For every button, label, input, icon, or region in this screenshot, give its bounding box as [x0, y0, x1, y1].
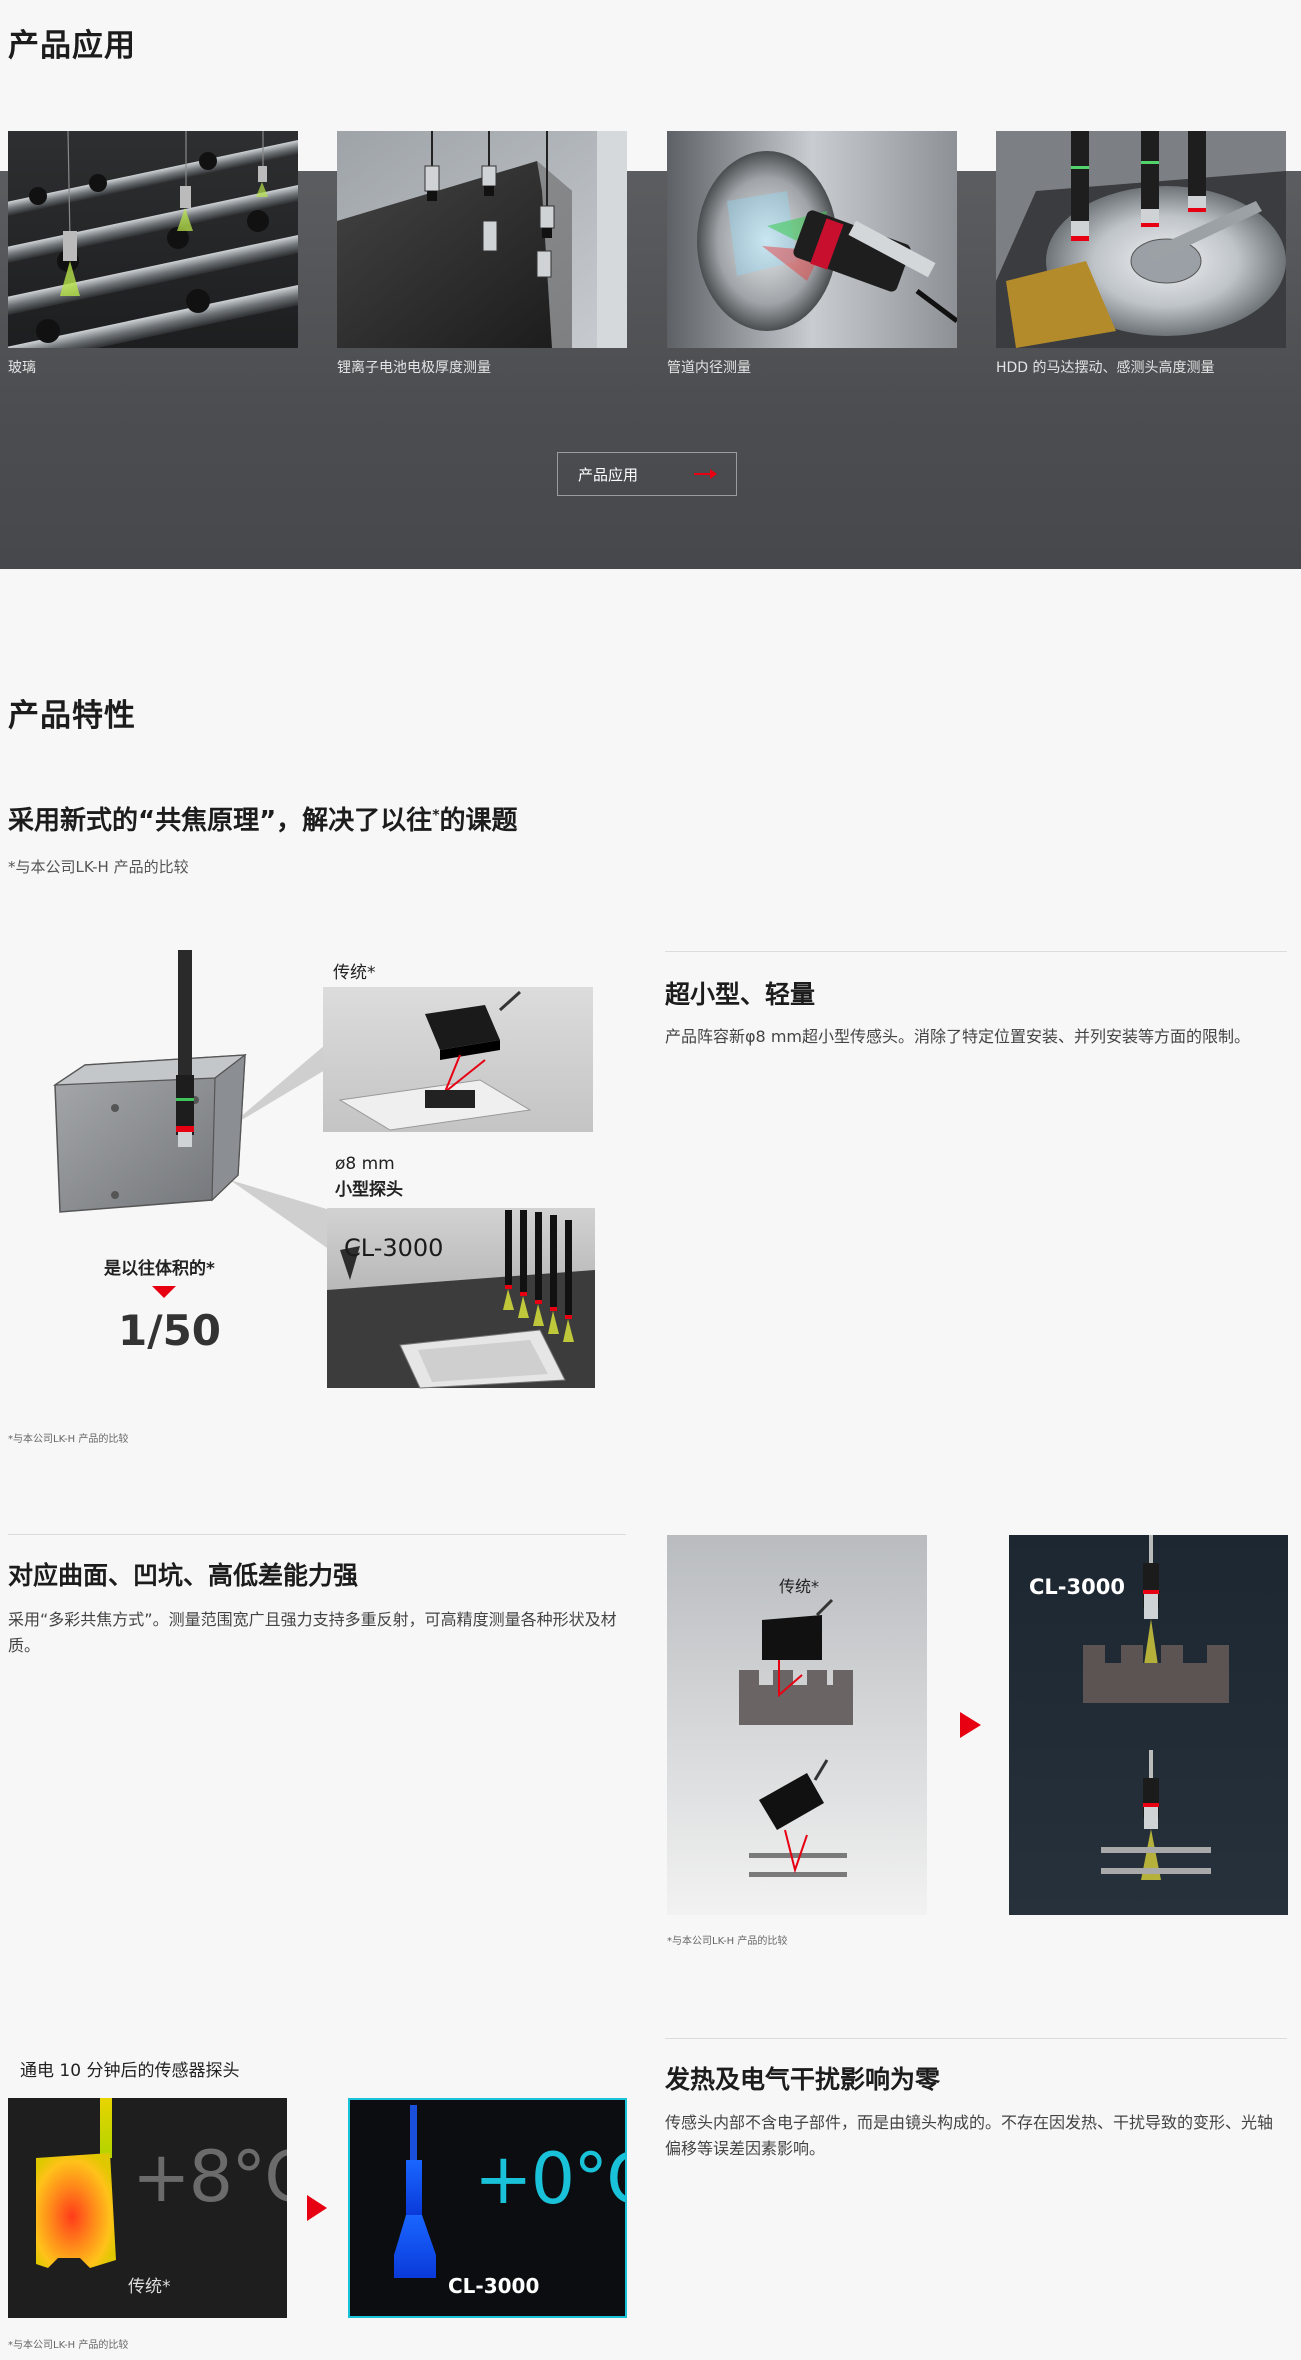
application-card-pipe[interactable]: 管道内径测量: [667, 131, 957, 377]
fig2-model-label: CL-3000: [1029, 1575, 1125, 1599]
fig3-caption: 通电 10 分钟后的传感器探头: [20, 2061, 240, 2081]
compare-arrow-icon: [307, 2195, 327, 2221]
principle-heading: 采用新式的“共焦原理”，解决了以往*的课题: [8, 800, 518, 837]
principle-heading-end: 的课题: [439, 806, 518, 836]
pipe-image: [667, 131, 957, 348]
fig3-temp-traditional: +8°C: [132, 2136, 287, 2218]
application-caption: HDD 的马达摆动、感测头高度测量: [996, 360, 1215, 376]
fig1-model-label: CL-3000: [344, 1234, 444, 1262]
fig1-traditional-label: 传统*: [333, 963, 376, 983]
application-caption: 锂离子电池电极厚度测量: [337, 360, 491, 376]
fig1-volume-label: 是以往体积的*: [104, 1259, 215, 1279]
application-card-battery[interactable]: 锂离子电池电极厚度测量: [337, 131, 627, 377]
block2-text: 采用“多彩共焦方式”。测量范围宽广且强力支持多重反射，可高精度测量各种形状及材质…: [8, 1610, 617, 1655]
principle-heading-sup: *: [432, 807, 440, 824]
divider: [665, 2038, 1287, 2039]
fig2-traditional-panel: 传统*: [667, 1535, 927, 1915]
application-card-hdd[interactable]: HDD 的马达摆动、感测头高度测量: [996, 131, 1286, 377]
fig3-footnote: *与本公司LK-H 产品的比较: [8, 2340, 129, 2351]
fig3-traditional-panel: +8°C 传统*: [8, 2098, 287, 2318]
applications-link-button[interactable]: 产品应用: [557, 452, 737, 496]
fig3-label-traditional: 传统*: [128, 2277, 171, 2297]
divider: [665, 951, 1287, 952]
fig3-temp-cl: +0°C: [474, 2138, 625, 2220]
block3-text: 传感头内部不含电子部件，而是由镜头构成的。不存在因发热、干扰导致的变形、光轴偏移…: [665, 2113, 1274, 2158]
fig2-cl3000-panel: CL-3000: [1009, 1535, 1288, 1915]
fig2-traditional-label: 传统*: [779, 1577, 820, 1596]
application-caption: 玻璃: [8, 360, 36, 376]
application-card-glass[interactable]: 玻璃: [8, 131, 298, 377]
features-title: 产品特性: [8, 698, 136, 734]
fig1-footnote: *与本公司LK-H 产品的比较: [8, 1434, 129, 1445]
fig2-footnote: *与本公司LK-H 产品的比较: [667, 1936, 788, 1947]
compare-arrow-icon: [960, 1712, 981, 1738]
principle-note: *与本公司LK-H 产品的比较: [8, 858, 189, 876]
fig1-probe-label-2: 小型探头: [335, 1180, 403, 1200]
fig1-ratio: 1/50: [118, 1306, 222, 1355]
applications-title: 产品应用: [8, 28, 136, 64]
fig1-probe-label-1: ø8 mm: [335, 1154, 395, 1174]
block2-heading: 对应曲面、凹坑、高低差能力强: [8, 1561, 359, 1590]
block1-heading: 超小型、轻量: [665, 980, 816, 1009]
arrow-right-icon: [694, 469, 717, 479]
applications-button-label: 产品应用: [578, 465, 639, 484]
principle-heading-text: 采用新式的“共焦原理”，解决了以往: [8, 806, 433, 836]
block1-text: 产品阵容新φ8 mm超小型传感头。消除了特定位置安装、并列安装等方面的限制。: [665, 1027, 1250, 1046]
fig3-cl3000-panel: +0°C CL-3000: [348, 2098, 627, 2318]
block3-heading: 发热及电气干扰影响为零: [665, 2065, 941, 2094]
miniature-figure: 传统* ø8 mm 小型探头 CL-3000 是以往体积的* 1/50: [0, 950, 640, 1410]
battery-image: [337, 131, 627, 348]
glass-image: [8, 131, 298, 348]
hdd-image: [996, 131, 1286, 348]
fig3-label-cl: CL-3000: [448, 2274, 540, 2298]
application-caption: 管道内径测量: [667, 360, 751, 376]
divider: [8, 1534, 626, 1535]
